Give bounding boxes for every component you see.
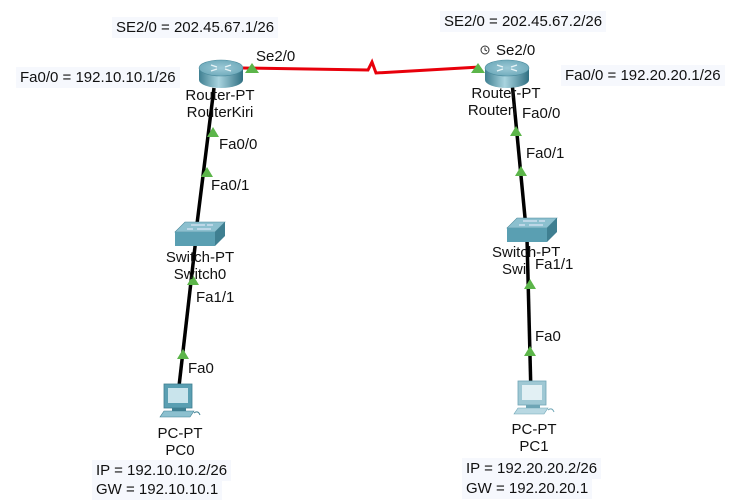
port-label-switch0-fa01: Fa0/1: [211, 177, 250, 194]
port-label-routerkanan-se20: Se2/0: [496, 42, 536, 59]
note-routerkiri-serial: SE2/0 = 202.45.67.1/26: [112, 17, 279, 38]
note-routerkanan-serial: SE2/0 = 202.45.67.2/26: [440, 11, 607, 32]
port-label-switch0-fa11: Fa1/1: [196, 289, 235, 306]
device-name-switch0[interactable]: Switch0: [173, 266, 227, 283]
note-pc0-gw: GW = 192.10.10.1: [92, 479, 223, 500]
link-up-icon: [524, 279, 536, 289]
note-pc1-gw: GW = 192.20.20.1: [462, 478, 593, 499]
note-pc1-ip: IP = 192.20.20.2/26: [462, 458, 602, 479]
note-routerkanan-fa: Fa0/0 = 192.20.20.1/26: [561, 65, 725, 86]
ethernet-link-switch0-pc0[interactable]: [176, 237, 198, 396]
port-label-routerkanan-fa00: Fa0/0: [522, 105, 561, 122]
port-label-switch1-fa01: Fa0/1: [526, 145, 565, 162]
pc-icon[interactable]: [159, 383, 201, 418]
link-up-icon: [245, 63, 259, 73]
note-routerkiri-fa: Fa0/0 = 192.10.10.1/26: [16, 67, 180, 88]
device-name-routerkiri[interactable]: RouterKiri: [186, 104, 254, 121]
device-model-switch0: Switch-PT: [165, 249, 235, 266]
router-icon[interactable]: [484, 59, 530, 88]
link-up-icon: [207, 127, 219, 137]
port-label-routerkiri-se20: Se2/0: [256, 48, 296, 65]
clock-icon: [480, 45, 490, 55]
device-name-pc0[interactable]: PC0: [165, 442, 195, 459]
device-name-pc1[interactable]: PC1: [519, 438, 549, 455]
serial-link[interactable]: [242, 58, 481, 75]
ethernet-link-switch1-pc1[interactable]: [525, 237, 533, 396]
link-up-icon: [177, 349, 189, 359]
ethernet-link-routerkanan-switch1[interactable]: [510, 81, 528, 229]
link-up-icon: [515, 166, 527, 176]
link-up-icon: [187, 275, 199, 285]
link-up-icon: [471, 63, 485, 73]
device-model-routerkiri: Router-PT: [185, 87, 255, 104]
device-model-pc1: PC-PT: [511, 421, 557, 438]
switch-icon[interactable]: [506, 217, 558, 242]
link-status-indicators: [177, 63, 536, 359]
device-model-routerkanan: Router-PT: [471, 85, 541, 102]
link-up-icon: [524, 346, 536, 356]
port-label-pc0-fa0: Fa0: [188, 360, 214, 377]
port-label-routerkiri-fa00: Fa0/0: [219, 136, 258, 153]
ethernet-link-routerkiri-switch0[interactable]: [194, 87, 216, 233]
switch-icon[interactable]: [174, 221, 226, 246]
pc-icon[interactable]: [513, 380, 555, 415]
device-name-switch1[interactable]: Swi: [502, 261, 527, 278]
port-label-switch1-fa11: Fa1/1: [535, 256, 574, 273]
router-icon[interactable]: [198, 59, 244, 88]
link-up-icon: [510, 126, 522, 136]
device-model-pc0: PC-PT: [157, 425, 203, 442]
device-name-routerkanan[interactable]: Routerl: [467, 102, 517, 119]
port-label-pc1-fa0: Fa0: [535, 328, 561, 345]
note-pc0-ip: IP = 192.10.10.2/26: [92, 460, 232, 481]
link-up-icon: [201, 167, 213, 177]
